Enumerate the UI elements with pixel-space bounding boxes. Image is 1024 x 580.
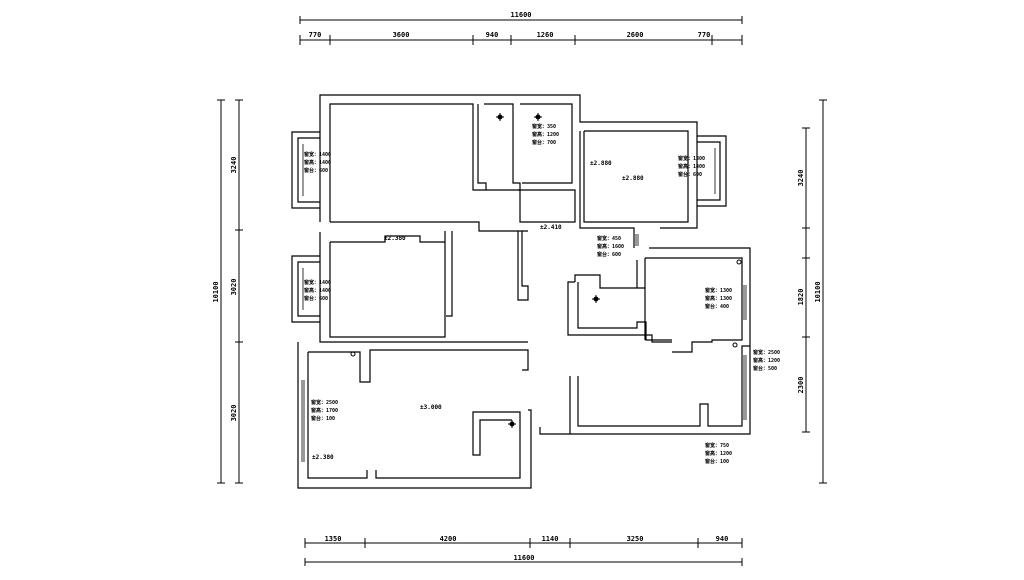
top-dimension-total (299, 16, 743, 24)
bottom-seg-2: 4200 (440, 535, 457, 543)
svg-text:窗高：1400: 窗高：1400 (304, 287, 331, 294)
window-tag-center: 窗宽：450 窗高：1600 窗台：600 (597, 235, 624, 258)
fixture-markers (350, 113, 742, 428)
bottom-seg-3: 1140 (542, 535, 559, 543)
window-tag-bottom-right: 窗宽：750 窗高：1200 窗台：100 (705, 442, 732, 465)
svg-text:窗高：1200: 窗高：1200 (532, 131, 559, 138)
top-seg-5: 2600 (627, 31, 644, 39)
walls (291, 94, 751, 489)
svg-text:窗高：1700: 窗高：1700 (311, 407, 338, 414)
bottom-seg-4: 3250 (627, 535, 644, 543)
svg-text:窗台：400: 窗台：400 (705, 303, 729, 310)
left-seg-1: 3240 (230, 157, 238, 174)
left-seg-2: 3020 (230, 279, 238, 296)
svg-text:窗宽：1400: 窗宽：1400 (304, 279, 331, 286)
svg-text:窗台：600: 窗台：600 (304, 295, 328, 302)
top-seg-2: 3600 (393, 31, 410, 39)
top-total-label: 11600 (510, 11, 531, 19)
right-dimension-segments (802, 127, 810, 433)
svg-text:窗台：600: 窗台：600 (304, 167, 328, 174)
svg-text:窗高：1400: 窗高：1400 (678, 163, 705, 170)
top-dimension-segments (299, 35, 743, 45)
svg-text:窗台：500: 窗台：500 (753, 365, 777, 372)
svg-text:窗宽：450: 窗宽：450 (597, 235, 621, 242)
svg-text:窗宽：1400: 窗宽：1400 (304, 151, 331, 158)
right-seg-3: 2300 (797, 377, 805, 394)
bottom-dimension-segments (304, 538, 743, 548)
svg-text:窗宽：2500: 窗宽：2500 (753, 349, 780, 356)
left-total-label: 10100 (212, 281, 220, 302)
right-seg-1: 3240 (797, 170, 805, 187)
left-dimension-total (217, 99, 225, 484)
elevation-4: ±2.880 (622, 175, 644, 182)
top-seg-4: 1260 (537, 31, 554, 39)
window-tag-left-mid: 窗宽：1400 窗高：1400 窗台：600 (304, 279, 331, 302)
svg-text:窗台：100: 窗台：100 (311, 415, 335, 422)
window-tag-top-small: 窗宽：350 窗高：1200 窗台：700 (532, 123, 559, 146)
elevation-5: ±3.000 (420, 404, 442, 411)
right-dimension-total (819, 99, 827, 484)
svg-text:窗宽：1300: 窗宽：1300 (678, 155, 705, 162)
windows (301, 144, 747, 462)
window-tag-left-top: 窗宽：1400 窗高：1400 窗台：600 (304, 151, 331, 174)
elevation-1: ±2.380 (384, 235, 406, 242)
top-seg-1: 770 (309, 31, 322, 39)
svg-text:窗高：1200: 窗高：1200 (705, 450, 732, 457)
svg-text:窗台：100: 窗台：100 (705, 458, 729, 465)
window-tag-right-mid: 窗宽：1300 窗高：1300 窗台：400 (705, 287, 732, 310)
svg-text:窗宽：1300: 窗宽：1300 (705, 287, 732, 294)
svg-text:窗高：1400: 窗高：1400 (304, 159, 331, 166)
left-seg-3: 3020 (230, 405, 238, 422)
window-tag-right-lower: 窗宽：2500 窗高：1200 窗台：500 (753, 349, 780, 372)
svg-text:窗宽：350: 窗宽：350 (532, 123, 556, 130)
svg-text:窗宽：2500: 窗宽：2500 (311, 399, 338, 406)
svg-text:窗宽：750: 窗宽：750 (705, 442, 729, 449)
svg-text:窗高：1300: 窗高：1300 (705, 295, 732, 302)
svg-text:窗高：1600: 窗高：1600 (597, 243, 624, 250)
bottom-seg-5: 940 (716, 535, 729, 543)
top-seg-3: 940 (486, 31, 499, 39)
bottom-seg-1: 1350 (325, 535, 342, 543)
left-dimension-segments (235, 99, 243, 484)
svg-text:窗高：1200: 窗高：1200 (753, 357, 780, 364)
elevation-2: ±2.880 (590, 160, 612, 167)
svg-text:窗台：600: 窗台：600 (597, 251, 621, 258)
right-total-label: 10100 (814, 281, 822, 302)
right-seg-2: 1820 (797, 289, 805, 306)
svg-text:窗台：700: 窗台：700 (532, 139, 556, 146)
bottom-total-label: 11600 (513, 554, 534, 562)
elevation-3: ±2.410 (540, 224, 562, 231)
svg-text:窗台：600: 窗台：600 (678, 171, 702, 178)
elevation-6: ±2.380 (312, 454, 334, 461)
window-tag-right-top: 窗宽：1300 窗高：1400 窗台：600 (678, 155, 705, 178)
top-seg-6: 770 (698, 31, 711, 39)
window-tag-left-bottom: 窗宽：2500 窗高：1700 窗台：100 (311, 399, 338, 422)
bottom-dimension-total (304, 558, 743, 566)
